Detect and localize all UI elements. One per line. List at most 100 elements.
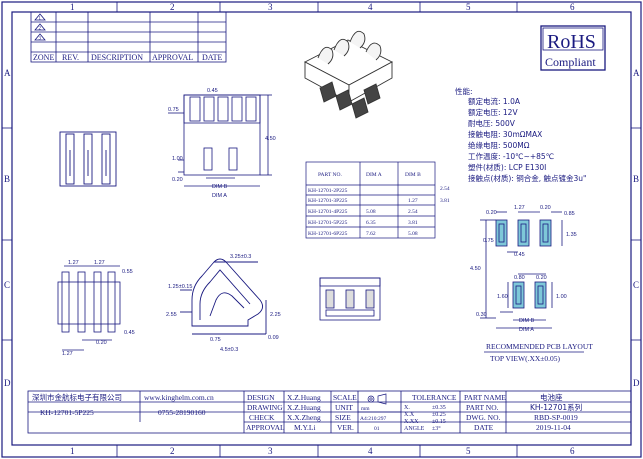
table-row-5-dimb: 5.08 [408,231,418,237]
col-label-5: 5 [466,2,471,12]
check-value: X.X.Zheng [287,413,321,422]
table-row-4-dimb: 3.81 [408,220,418,226]
tolerance-label: TOLERANCE [412,393,457,402]
projection-symbol-icon [367,393,387,405]
table-row-3-dima: 5.08 [366,209,376,215]
rev-mark-2: 2 [39,27,42,32]
table-header-dimb: DIM B [405,172,421,178]
tol-row-1-value: ±0.35 [432,405,446,411]
part-name-label: PART NAME [464,393,506,402]
property-line-1: 额定电流: 1.0A [468,96,521,106]
dim-pcb-030: 0.30 [476,312,487,318]
drawing-label: DRAWING [247,403,283,412]
col-label-3-bottom: 3 [268,446,273,456]
rev-header-description: DESCRIPTION [91,53,143,62]
connector-3d-view [304,30,393,119]
scale-label: SCALE [333,393,357,402]
dim-pcb-080: 0.80 [514,275,525,281]
table-row-4-dima: 6.35 [366,220,376,226]
rev-header-zone: ZONE [33,53,54,62]
dim-pcb-075: 0.75 [483,238,494,244]
rev-header-rev: REV. [62,53,79,62]
approval-value: M.Y.Li [294,423,316,432]
rohs-title: RoHS [547,31,596,53]
parts-table [305,161,436,239]
col-label-4-bottom: 4 [368,446,373,456]
dim-side-255: 2.55 [166,312,177,318]
part-name-value: 电池座 [540,392,563,402]
table-row-3-partno: KH-12701-4P225 [308,209,348,215]
col-label-3: 3 [268,2,273,12]
dim-pcb-dima: DIM A [519,327,534,333]
date-value: 2019-11-04 [536,423,571,432]
table-header-partno: PART NO. [318,172,342,178]
unit-label: UNIT [335,403,353,412]
rohs-logo: RoHS Compliant [540,25,606,71]
dim-side-125: 1.25±0.15 [168,284,192,290]
dim-top-045: 0.45 [207,88,218,94]
dwg-no-label: DWG. NO. [466,413,500,422]
dim-pcb-020c: 0.20 [536,275,547,281]
ver-label: VER. [337,423,354,432]
table-row-5-dima: 7.62 [366,231,376,237]
dim-pcb-135: 1.35 [566,232,577,238]
part-no-value: KH-12701系列 [530,402,582,412]
tol-row-2-value: ±0.25 [432,412,446,418]
tol-row-2-label: X.X [404,412,415,418]
tol-row-4-value: ±3° [432,425,441,432]
front-view-drawing [59,131,117,187]
tol-row-1-label: X. [404,405,410,411]
design-value: X.Z.Huang [287,393,321,402]
table-header-dima: DIM A [366,172,382,178]
dim-top-075: 0.75 [168,107,179,113]
property-line-2: 额定电压: 12V [468,107,518,117]
col-label-5-bottom: 5 [466,446,471,456]
part-no-label: PART NO. [466,403,499,412]
tol-row-3-value: ±0.15 [432,419,446,425]
pcb-caption-2: TOP VIEW(.XX±0.05) [490,354,561,363]
property-line-6: 工作温度: -10℃~+85℃ [468,151,554,161]
revision-triangle-3 [34,33,46,41]
design-label: DESIGN [247,393,275,402]
rev-mark-3: 3 [39,37,42,42]
dim-pcb-100: 1.00 [556,294,567,300]
table-row-5-partno: KH-12701-6P225 [308,231,348,237]
dim-pcb-020b: 0.20 [540,205,551,211]
revision-triangle-2 [34,23,46,31]
rohs-subtitle: Compliant [545,55,596,69]
rev-header-date: DATE [202,53,223,62]
drawing-value: X.Z.Huang [287,403,321,412]
company-website: www.kinghelm.com.cn [144,393,214,402]
dim-bl-127b: 1.27 [94,260,105,266]
row-label-d-right: D [633,378,640,388]
side-view-drawing [180,258,267,335]
dim-top-020: 0.20 [172,177,183,183]
revision-block [30,11,227,63]
check-label: CHECK [249,413,275,422]
title-part-number: KH-12701-5P225 [40,408,94,417]
date-label: DATE [474,423,494,432]
row-label-a: A [4,68,11,78]
col-label-6: 6 [570,2,575,12]
tol-row-3-label: X.XX [404,419,419,425]
property-line-8: 接触点(材质): 铜合金, 触点镀金3u" [468,173,587,183]
dim-bl-020: 0.20 [96,340,107,346]
company-phone: 0755-28190160 [158,408,206,417]
size-value: A4:210:297 [360,416,387,422]
row-label-d: D [4,378,11,388]
row-label-b-right: B [633,174,639,184]
property-line-7: 塑件(材质): LCP E130I [468,162,546,172]
property-line-3: 耐电压: 500V [468,118,516,128]
tol-row-4-label: ANGLE [404,426,425,432]
dim-side-225: 2.25 [270,312,281,318]
dim-side-325: 3.25±0.3 [230,254,251,260]
dim-bl-045: 0.45 [124,330,135,336]
dwg-no-value: RBD-SP-0019 [534,413,578,422]
dim-top-100: 1.00 [172,156,183,162]
dim-top-dima: DIM A [212,193,227,199]
ver-value: 01 [374,426,380,432]
dim-side-450: 4.5±0.3 [220,347,238,353]
unit-value: mm [361,406,370,412]
col-label-2: 2 [170,2,175,12]
